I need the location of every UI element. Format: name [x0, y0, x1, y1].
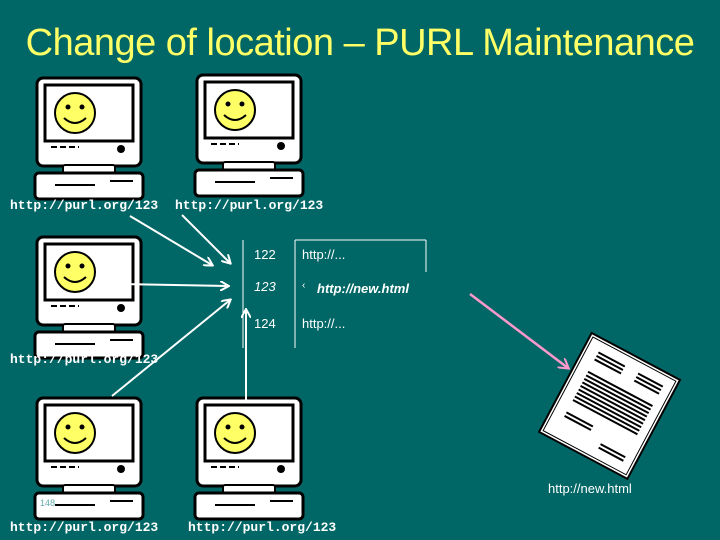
computer-5: [175, 393, 325, 523]
purl-label: http://purl.org/123: [175, 198, 324, 213]
table-row-target: http://...: [302, 247, 346, 262]
table-row-target: http://...: [302, 316, 346, 331]
computer-4: [15, 393, 165, 523]
redirect-arrow: [469, 293, 568, 368]
purl-label: http://purl.org/123: [10, 352, 159, 367]
table-row-id: 123: [254, 279, 276, 294]
arrow-from-computer-4: [111, 300, 230, 397]
smiley-icon: [54, 92, 96, 134]
slide-number: 148: [40, 498, 56, 508]
table-row-id: 124: [254, 316, 276, 331]
arrow-from-computer-3: [119, 284, 228, 286]
slide-title: Change of location – PURL Maintenance: [25, 22, 695, 64]
smiley-icon: [54, 251, 96, 293]
base-icon: [33, 484, 145, 521]
purl-label: http://purl.org/123: [10, 520, 159, 535]
smiley-icon: [54, 412, 96, 454]
table-row-marker: ‹: [302, 280, 306, 291]
arrow-from-computer-1: [129, 215, 212, 265]
table-row-id: 122: [254, 247, 276, 262]
base-icon: [33, 164, 145, 201]
arrow-from-computer-2: [181, 214, 230, 263]
base-icon: [193, 161, 305, 198]
smiley-icon: [214, 89, 256, 131]
document-label: http://new.html: [548, 481, 632, 496]
base-icon: [33, 323, 145, 360]
purl-label: http://purl.org/123: [10, 198, 159, 213]
computer-1: [15, 73, 165, 203]
document-icon: [537, 331, 682, 481]
purl-table-grid: [242, 239, 427, 348]
computer-3: [15, 232, 165, 362]
table-row-target-new: http://new.html: [317, 281, 409, 296]
computer-2: [175, 70, 325, 200]
smiley-icon: [214, 412, 256, 454]
base-icon: [193, 484, 305, 521]
purl-label: http://purl.org/123: [188, 520, 337, 535]
